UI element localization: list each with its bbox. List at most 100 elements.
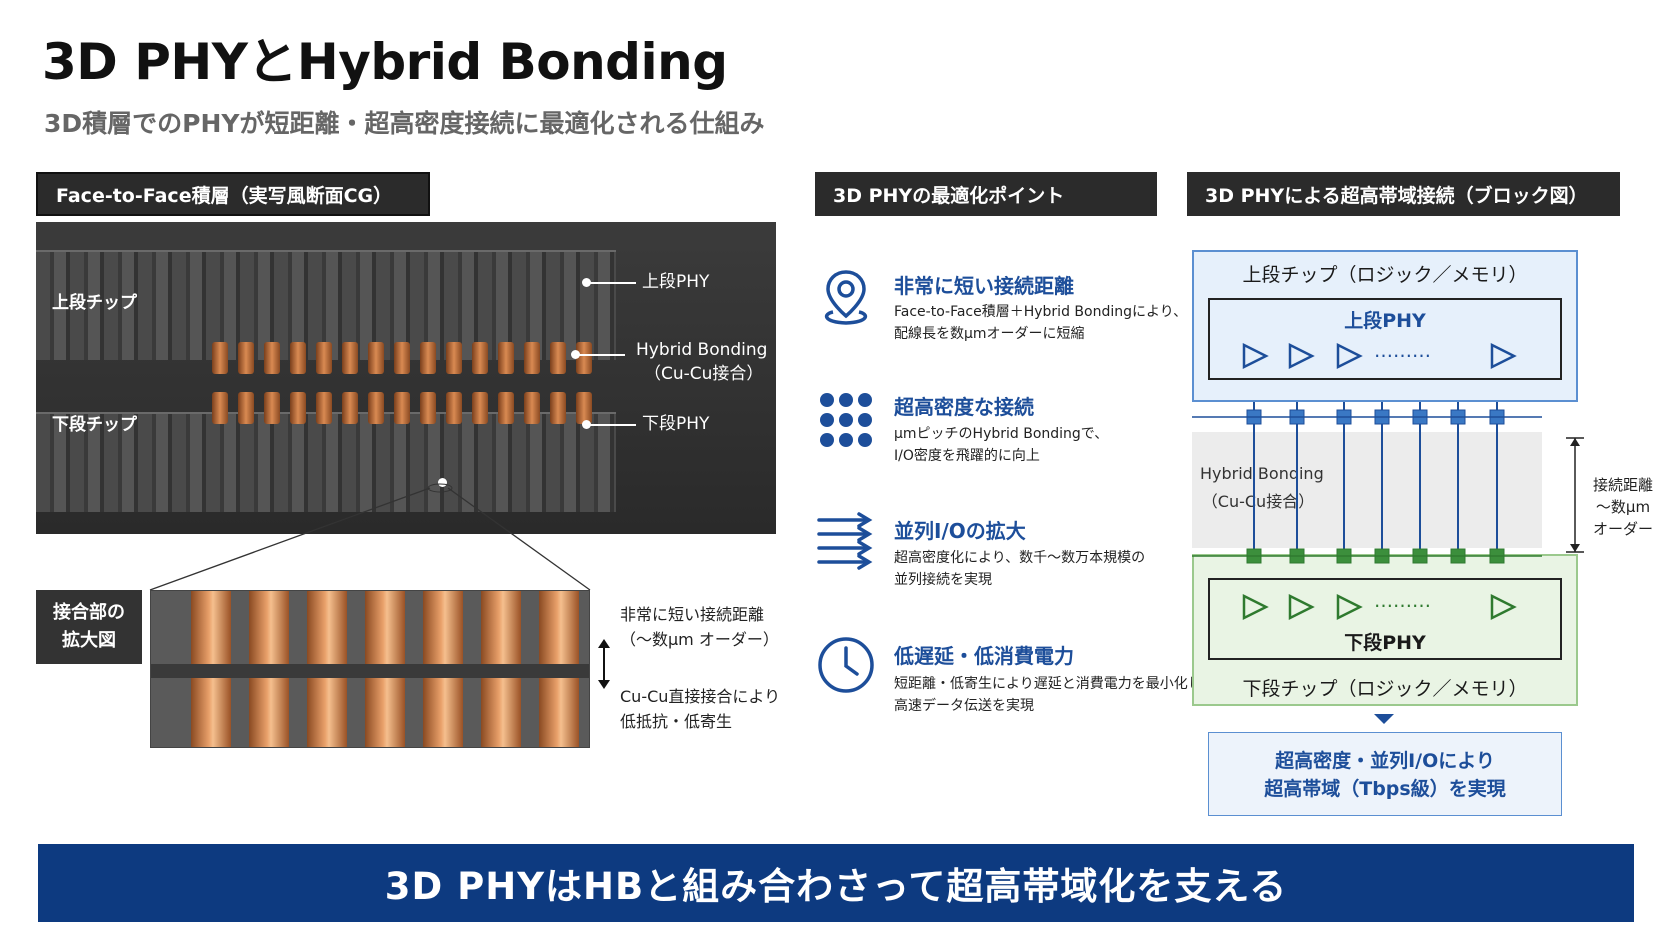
- hybrid-bonding-zone: [1192, 432, 1542, 548]
- result-line1: 超高密度・並列I/Oにより: [1275, 750, 1495, 772]
- result-box: [1208, 732, 1562, 816]
- copper-bump: [498, 342, 514, 374]
- lower-phy-leader: [590, 424, 636, 426]
- copper-bump: [290, 392, 306, 424]
- upper-phy-title: 上段PHY: [1344, 310, 1426, 332]
- upper-phy-dots: ………: [1374, 340, 1431, 362]
- result-arrow-icon: [1374, 714, 1394, 724]
- copper-bump: [316, 392, 332, 424]
- point-3-title: 並列I/Oの拡大: [894, 519, 1026, 543]
- hb-callout-line1: Hybrid Bonding: [636, 340, 768, 360]
- upper-bond-pad: [1374, 409, 1390, 425]
- copper-bump: [446, 342, 462, 374]
- copper-bump: [420, 342, 436, 374]
- lower-phy-block: [1208, 578, 1562, 660]
- zoom-note1-line1: 非常に短い接続距離: [620, 605, 765, 624]
- point-2-desc-line1: μmピッチのHybrid Bondingで、: [894, 426, 1109, 442]
- upper-bond-pad: [1246, 409, 1262, 425]
- copper-bump: [446, 392, 462, 424]
- section-header-block-diagram: 3D PHYによる超高帯域接続（ブロック図）: [1187, 172, 1620, 216]
- copper-bump: [316, 342, 332, 374]
- point-2-desc-line2: I/O密度を飛躍的に向上: [894, 448, 1040, 464]
- bond-zoom-view: [150, 590, 590, 748]
- dot-grid-icon: [820, 393, 872, 447]
- copper-bump: [472, 342, 488, 374]
- section-header-optimization-points: 3D PHYの最適化ポイント: [815, 172, 1157, 216]
- copper-bump: [368, 392, 384, 424]
- lower-phy-dots: ………: [1374, 590, 1431, 612]
- copper-bump: [368, 342, 384, 374]
- copper-pillar: [481, 678, 521, 747]
- hb-leader: [579, 354, 625, 356]
- block-hb-line1: Hybrid Bonding: [1200, 464, 1324, 483]
- copper-bump: [212, 342, 228, 374]
- upper-phy-callout: 上段PHY: [642, 272, 710, 292]
- zoom-label-line2: 拡大図: [62, 630, 116, 651]
- distance-label-line2: 〜数μm: [1595, 498, 1651, 516]
- upper-phy-pointer: [582, 278, 591, 287]
- upper-phy-leader: [590, 282, 636, 284]
- page-title: 3D PHYとHybrid Bonding: [42, 33, 728, 91]
- copper-bump: [420, 392, 436, 424]
- copper-bump: [550, 392, 566, 424]
- copper-bump: [212, 392, 228, 424]
- lower-chip-title: 下段チップ（ロジック／メモリ）: [1242, 678, 1528, 700]
- copper-pillar: [249, 591, 289, 664]
- upper-bond-pad: [1289, 409, 1305, 425]
- copper-bump: [290, 342, 306, 374]
- clock-icon: [818, 637, 874, 693]
- distance-label-line3: オーダー: [1592, 520, 1653, 538]
- block-hb-line2: （Cu-Cu接合）: [1201, 492, 1315, 511]
- upper-phy-block: [1208, 298, 1562, 380]
- lower-chip-label: 下段チップ: [52, 415, 137, 435]
- hb-pointer: [571, 350, 580, 359]
- zoom-note1-line2: （〜数μm オーダー）: [620, 630, 779, 649]
- distance-arrow-down: [1570, 544, 1580, 552]
- zoom-origin-dot: [438, 478, 447, 487]
- hb-callout-line2: （Cu-Cu接合）: [644, 364, 764, 384]
- copper-bump: [264, 342, 280, 374]
- copper-pillar: [191, 591, 231, 664]
- cross-section-render: 上段チップ 下段チップ 上段PHY Hybrid Bonding （Cu-Cu接…: [36, 222, 776, 534]
- copper-bump: [238, 342, 254, 374]
- copper-pillar: [365, 591, 405, 664]
- copper-bump: [524, 392, 540, 424]
- point-4-desc-line2: 高速データ伝送を実現: [894, 698, 1034, 714]
- copper-pillar: [423, 591, 463, 664]
- copper-pillar: [307, 591, 347, 664]
- copper-bump: [524, 342, 540, 374]
- point-1-desc-line1: Face-to-Face積層＋Hybrid Bondingにより、: [894, 304, 1188, 320]
- point-3-desc-line1: 超高密度化により、数千〜数万本規模の: [894, 550, 1146, 566]
- upper-chip-label: 上段チップ: [52, 293, 137, 313]
- copper-pillar: [249, 678, 289, 747]
- bond-interface: [151, 664, 589, 678]
- copper-bump: [264, 392, 280, 424]
- copper-pillar: [423, 678, 463, 747]
- lower-phy-callout: 下段PHY: [642, 414, 710, 434]
- hybrid-bonding-bumps: [206, 342, 616, 437]
- point-1-title: 非常に短い接続距離: [894, 274, 1074, 298]
- zoom-note2-line2: 低抵抗・低寄生: [620, 712, 733, 731]
- copper-bump: [472, 392, 488, 424]
- copper-bump: [550, 342, 566, 374]
- upper-bond-pad: [1489, 409, 1505, 425]
- distance-arrow-icon: [598, 639, 610, 689]
- upper-chip-layer: [36, 250, 616, 360]
- zoom-note2-line1: Cu-Cu直接接合により: [620, 687, 781, 706]
- zoom-label-line1: 接合部の: [53, 602, 125, 623]
- lower-phy-title: 下段PHY: [1344, 632, 1426, 654]
- upper-chip-block: [1192, 250, 1578, 402]
- copper-pillar: [481, 591, 521, 664]
- point-3-desc-line2: 並列接続を実現: [894, 572, 992, 588]
- point-4-desc-line1: 短距離・低寄生により遅延と消費電力を最小化し、: [894, 676, 1216, 692]
- copper-bump: [576, 342, 592, 374]
- location-pin-icon: [824, 270, 868, 325]
- copper-bump: [238, 392, 254, 424]
- copper-bump: [342, 392, 358, 424]
- upper-bond-pad: [1336, 409, 1352, 425]
- copper-bump: [576, 392, 592, 424]
- zoom-label: 接合部の 拡大図: [36, 590, 142, 664]
- point-1-desc-line2: 配線長を数μmオーダーに短縮: [894, 326, 1085, 342]
- distance-label-line1: 接続距離: [1592, 476, 1653, 494]
- point-4-title: 低遅延・低消費電力: [894, 644, 1074, 668]
